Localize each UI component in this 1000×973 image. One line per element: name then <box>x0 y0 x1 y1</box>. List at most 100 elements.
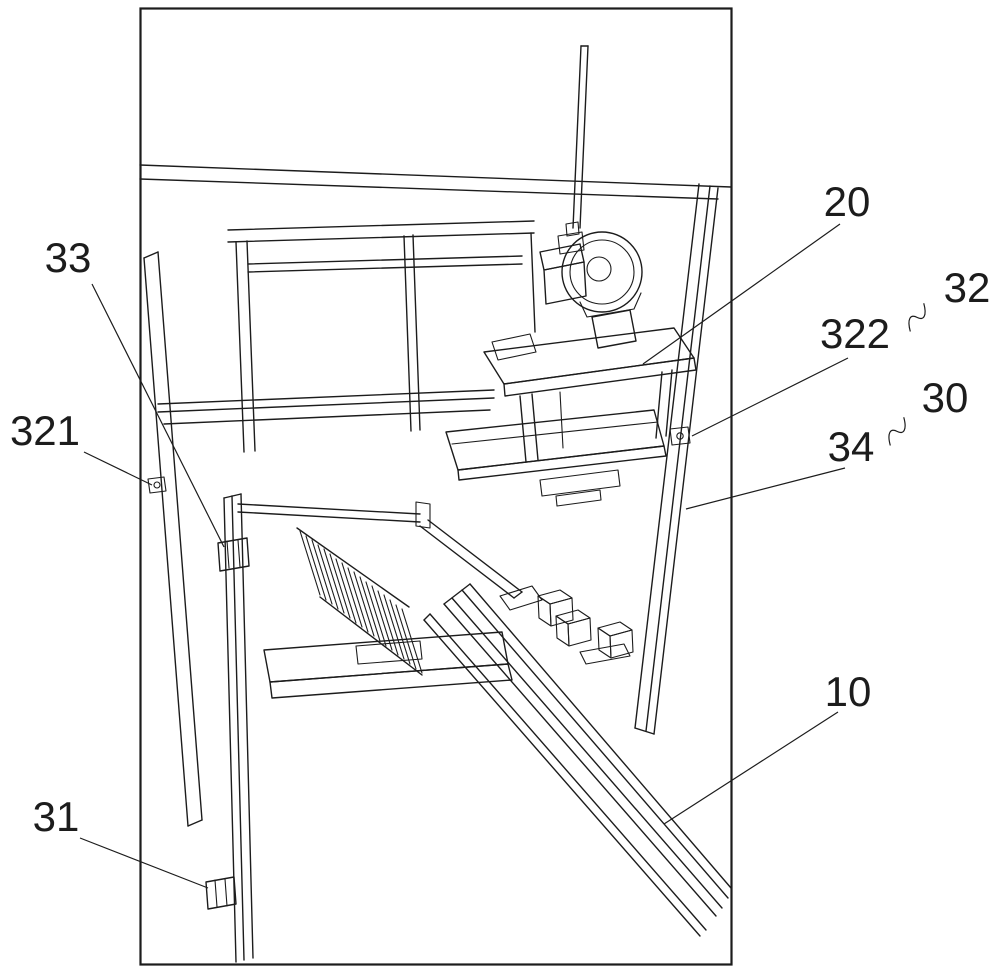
cube-left <box>597 627 612 659</box>
ceiling-beam <box>139 164 732 200</box>
right-drop <box>530 232 536 333</box>
beam-line <box>139 164 732 188</box>
base-front <box>457 445 667 481</box>
conveyor-line <box>443 603 717 917</box>
rod-line <box>572 45 582 229</box>
left-post <box>205 493 254 963</box>
leader-322 <box>691 357 849 437</box>
post-line <box>231 495 245 961</box>
back-leg <box>235 241 245 453</box>
clamp-31-line <box>224 878 228 907</box>
fastener-322-dot <box>676 432 684 440</box>
stand-leg <box>655 371 663 439</box>
mid-leg <box>412 234 421 431</box>
guide-cap <box>513 591 523 599</box>
back-rail <box>247 255 523 265</box>
clamp-31-line <box>214 879 218 908</box>
cube-top <box>597 621 633 637</box>
table-jaw <box>491 333 537 361</box>
back-rail <box>227 220 535 231</box>
leader-20 <box>642 223 841 365</box>
leader-lines <box>79 223 849 889</box>
stand-leg <box>519 395 527 463</box>
tilde-marks <box>888 303 926 446</box>
disc-rim <box>569 239 635 305</box>
comb-edge <box>296 527 410 608</box>
flat-bar <box>579 643 631 665</box>
clamp-33 <box>217 537 250 572</box>
leader-10 <box>663 711 839 825</box>
cube-left <box>555 615 570 647</box>
ref-label-31: 31 <box>33 793 80 840</box>
tilde-30-34 <box>888 417 906 446</box>
leader-31 <box>79 837 209 889</box>
comb-rail <box>237 503 421 515</box>
base-inner-line <box>451 421 659 445</box>
rail-line <box>157 397 495 413</box>
clamp-33-line <box>237 539 241 568</box>
clamp-31 <box>205 876 237 910</box>
ref-labels: 33 321 31 20 32 322 30 34 10 <box>10 178 990 840</box>
motor-front <box>543 261 587 305</box>
conveyor-line <box>429 613 707 931</box>
rail-line <box>163 409 491 425</box>
conveyor-cap <box>443 583 471 605</box>
platform-front <box>269 663 513 699</box>
column-line <box>634 183 700 729</box>
plank-cap <box>143 251 159 259</box>
ref-label-30: 30 <box>922 374 969 421</box>
column-line <box>653 187 719 735</box>
cube-right <box>549 597 574 627</box>
guide-rail <box>419 525 515 599</box>
comb-edge <box>319 596 423 676</box>
back-rail <box>227 232 535 243</box>
plank-line <box>143 257 189 827</box>
post-line <box>240 493 254 959</box>
cube-top <box>537 589 573 605</box>
conveyor-line <box>469 583 732 889</box>
right-column <box>634 183 719 735</box>
machine-knob <box>565 221 580 237</box>
cube-right <box>567 617 592 647</box>
ref-label-33: 33 <box>45 234 92 281</box>
foot-tab <box>555 489 602 507</box>
left-plank <box>143 251 203 827</box>
column-line <box>645 185 711 732</box>
leader-34 <box>685 467 846 510</box>
blocks <box>499 585 634 665</box>
rail-bracket <box>415 501 431 529</box>
mid-rails <box>157 389 495 425</box>
leader-33 <box>91 283 225 548</box>
fastener-322 <box>669 426 691 446</box>
table-front <box>503 357 697 397</box>
ref-label-20: 20 <box>824 178 871 225</box>
ref-label-10: 10 <box>825 668 872 715</box>
mid-leg <box>403 235 412 432</box>
fastener-321-dot <box>153 481 161 489</box>
platform-slot <box>355 640 423 665</box>
conveyor-line <box>451 597 723 909</box>
back-frame <box>227 220 536 453</box>
rack-comb <box>237 501 523 676</box>
comb-rail <box>237 511 421 523</box>
machine-foot <box>539 469 621 497</box>
frame-border <box>139 7 733 966</box>
drawing-frame <box>139 7 733 966</box>
ref-label-322: 322 <box>820 310 890 357</box>
disc-wheel <box>561 231 643 313</box>
disc-hub <box>586 256 612 282</box>
rail-line <box>157 389 495 405</box>
tilde-32-322 <box>908 303 926 332</box>
base-platform <box>263 631 513 699</box>
ref-label-34: 34 <box>828 423 875 470</box>
stand-leg <box>665 369 673 437</box>
plank-cap <box>187 819 203 827</box>
conveyor-rails <box>423 583 732 937</box>
ref-label-32: 32 <box>944 264 991 311</box>
rod-line <box>579 45 589 229</box>
conveyor-line <box>461 589 729 899</box>
cube-right <box>609 629 634 659</box>
beam-line <box>139 178 719 200</box>
